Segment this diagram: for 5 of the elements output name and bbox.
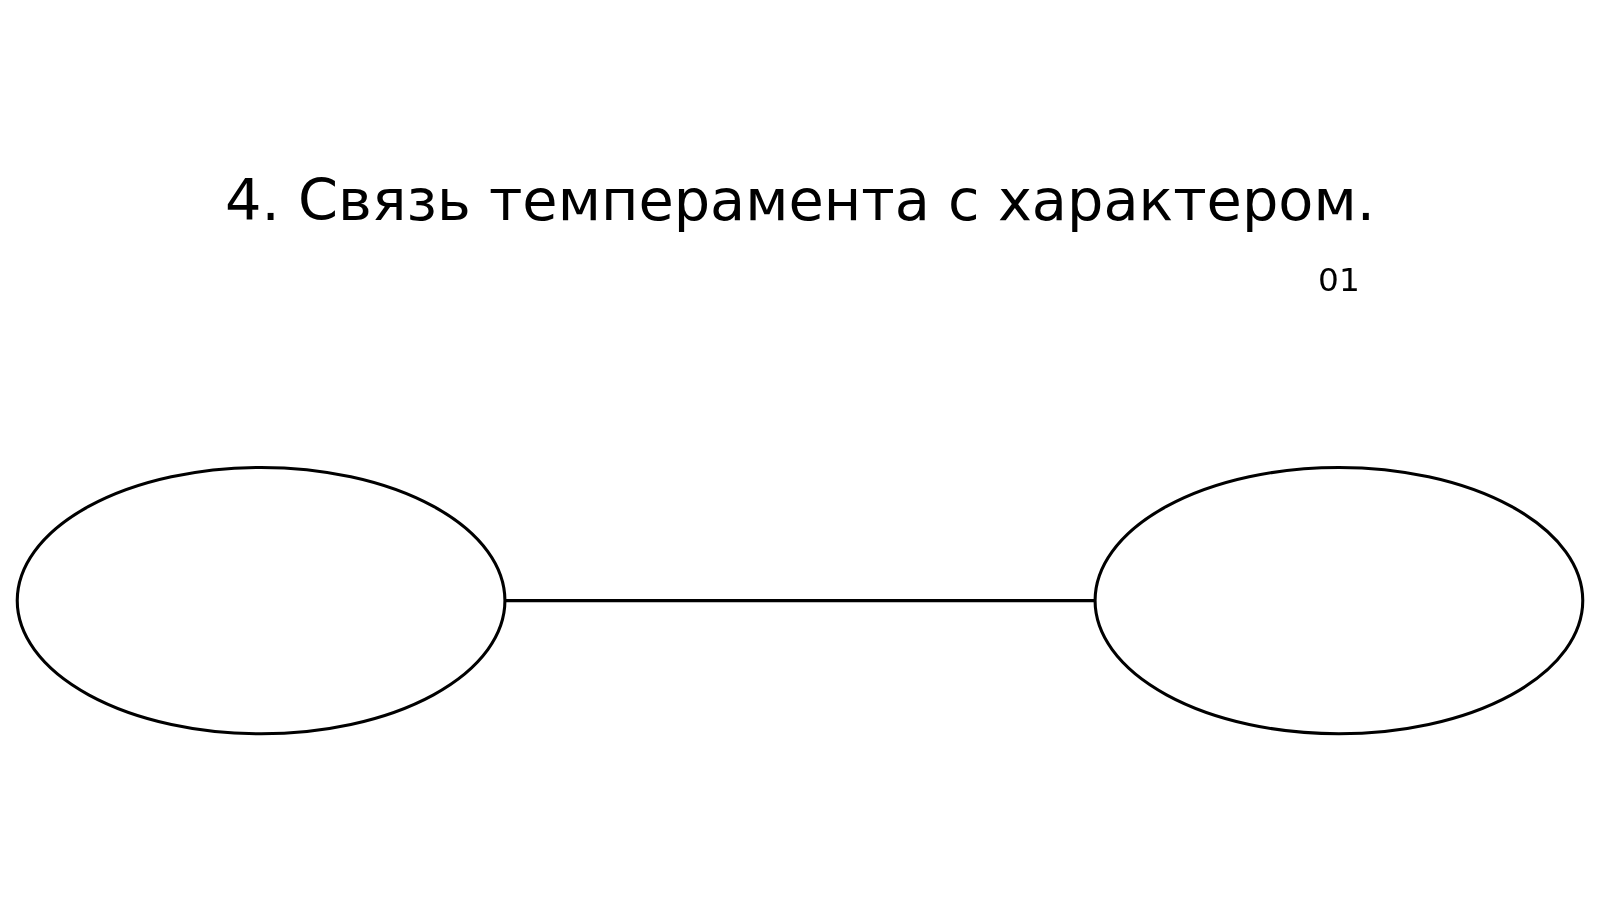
node-ellipse (1093, 465, 1585, 736)
node-ellipse (15, 465, 507, 736)
label: 01 (1318, 260, 1360, 299)
diagram-title: 4. Связь темперамента с характером. (225, 167, 1375, 235)
connector (505, 599, 1095, 603)
